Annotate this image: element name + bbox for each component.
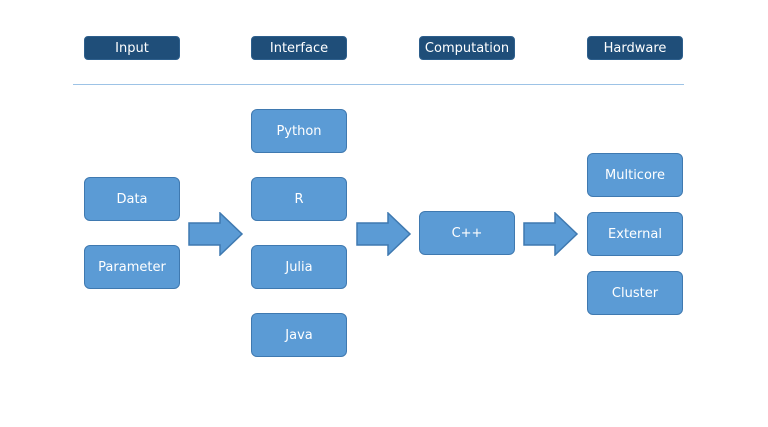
header-input: Input — [84, 36, 180, 60]
arrow-interface-to-computation — [356, 212, 412, 256]
header-computation: Computation — [419, 36, 515, 60]
header-interface: Interface — [251, 36, 347, 60]
header-divider — [73, 84, 684, 85]
arrow-computation-to-hardware — [523, 212, 579, 256]
node-external: External — [587, 212, 683, 256]
arrow-input-to-interface — [188, 212, 244, 256]
node-cpp: C++ — [419, 211, 515, 255]
node-cluster: Cluster — [587, 271, 683, 315]
node-multicore: Multicore — [587, 153, 683, 197]
node-parameter: Parameter — [84, 245, 180, 289]
node-r: R — [251, 177, 347, 221]
node-python: Python — [251, 109, 347, 153]
node-julia: Julia — [251, 245, 347, 289]
node-java: Java — [251, 313, 347, 357]
node-data: Data — [84, 177, 180, 221]
header-hardware: Hardware — [587, 36, 683, 60]
